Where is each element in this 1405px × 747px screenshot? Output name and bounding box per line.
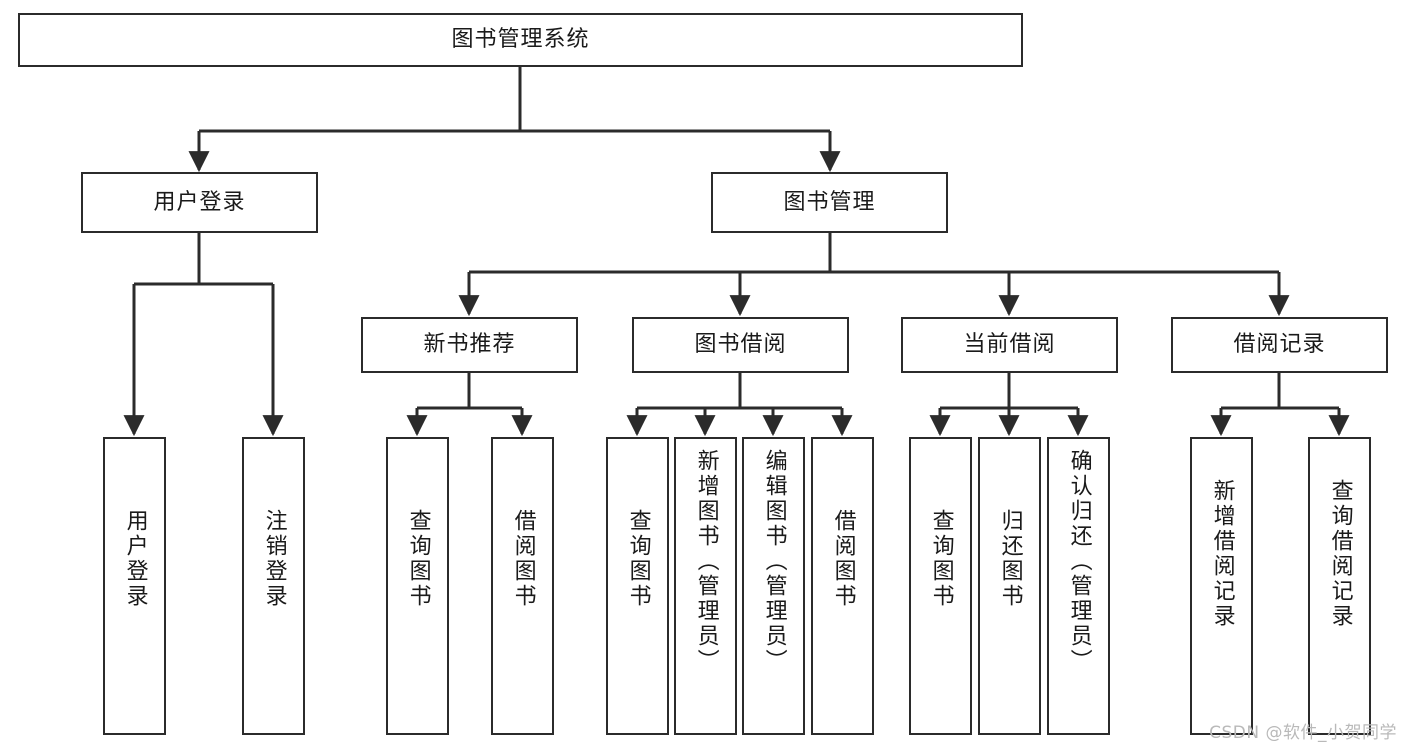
node-label: 图书借阅 — [694, 332, 787, 358]
node-label: 借阅图书 — [830, 509, 856, 609]
node-label: 新增借阅记录 — [1209, 479, 1235, 629]
node-label: 图书管理 — [783, 189, 876, 215]
node-root-book-management-system[interactable]: 图书管理系统 — [18, 13, 1023, 67]
leaf-new-book-borrow-book[interactable]: 借阅图书 — [491, 437, 554, 735]
leaf-book-borrow-query-book[interactable]: 查询图书 — [606, 437, 669, 735]
node-label: 查询图书 — [405, 509, 431, 609]
node-label: 编辑图书（管理员） — [761, 449, 787, 674]
node-label: 图书管理系统 — [451, 27, 590, 53]
node-current-borrow[interactable]: 当前借阅 — [901, 317, 1118, 373]
leaf-borrow-record-query-record[interactable]: 查询借阅记录 — [1308, 437, 1371, 735]
node-label: 查询图书 — [625, 509, 651, 609]
node-label: 查询借阅记录 — [1327, 479, 1353, 629]
leaf-current-borrow-return-book[interactable]: 归还图书 — [978, 437, 1041, 735]
leaf-book-borrow-edit-book-admin[interactable]: 编辑图书（管理员） — [742, 437, 805, 735]
node-label: 用户登录 — [122, 509, 148, 609]
leaf-current-borrow-confirm-return-admin[interactable]: 确认归还（管理员） — [1047, 437, 1110, 735]
leaf-book-borrow-add-book-admin[interactable]: 新增图书（管理员） — [674, 437, 737, 735]
node-label: 借阅图书 — [510, 509, 536, 609]
node-book-borrow[interactable]: 图书借阅 — [632, 317, 849, 373]
node-label: 用户登录 — [153, 189, 246, 215]
node-label: 查询图书 — [928, 509, 954, 609]
leaf-user-login-login[interactable]: 用户登录 — [103, 437, 166, 735]
node-label: 当前借阅 — [963, 332, 1056, 358]
leaf-book-borrow-borrow-book[interactable]: 借阅图书 — [811, 437, 874, 735]
node-label: 注销登录 — [261, 509, 287, 609]
node-user-login[interactable]: 用户登录 — [81, 172, 318, 233]
node-borrow-record[interactable]: 借阅记录 — [1171, 317, 1388, 373]
node-new-book-recommend[interactable]: 新书推荐 — [361, 317, 578, 373]
leaf-user-login-logout[interactable]: 注销登录 — [242, 437, 305, 735]
leaf-current-borrow-query-book[interactable]: 查询图书 — [909, 437, 972, 735]
watermark-text: CSDN @软件_小贺同学 — [1209, 723, 1397, 743]
node-book-management[interactable]: 图书管理 — [711, 172, 948, 233]
node-label: 新增图书（管理员） — [693, 449, 719, 674]
node-label: 借阅记录 — [1233, 332, 1326, 358]
node-label: 新书推荐 — [423, 332, 516, 358]
leaf-new-book-query-book[interactable]: 查询图书 — [386, 437, 449, 735]
node-label: 确认归还（管理员） — [1066, 449, 1092, 674]
node-label: 归还图书 — [997, 509, 1023, 609]
leaf-borrow-record-add-record[interactable]: 新增借阅记录 — [1190, 437, 1253, 735]
